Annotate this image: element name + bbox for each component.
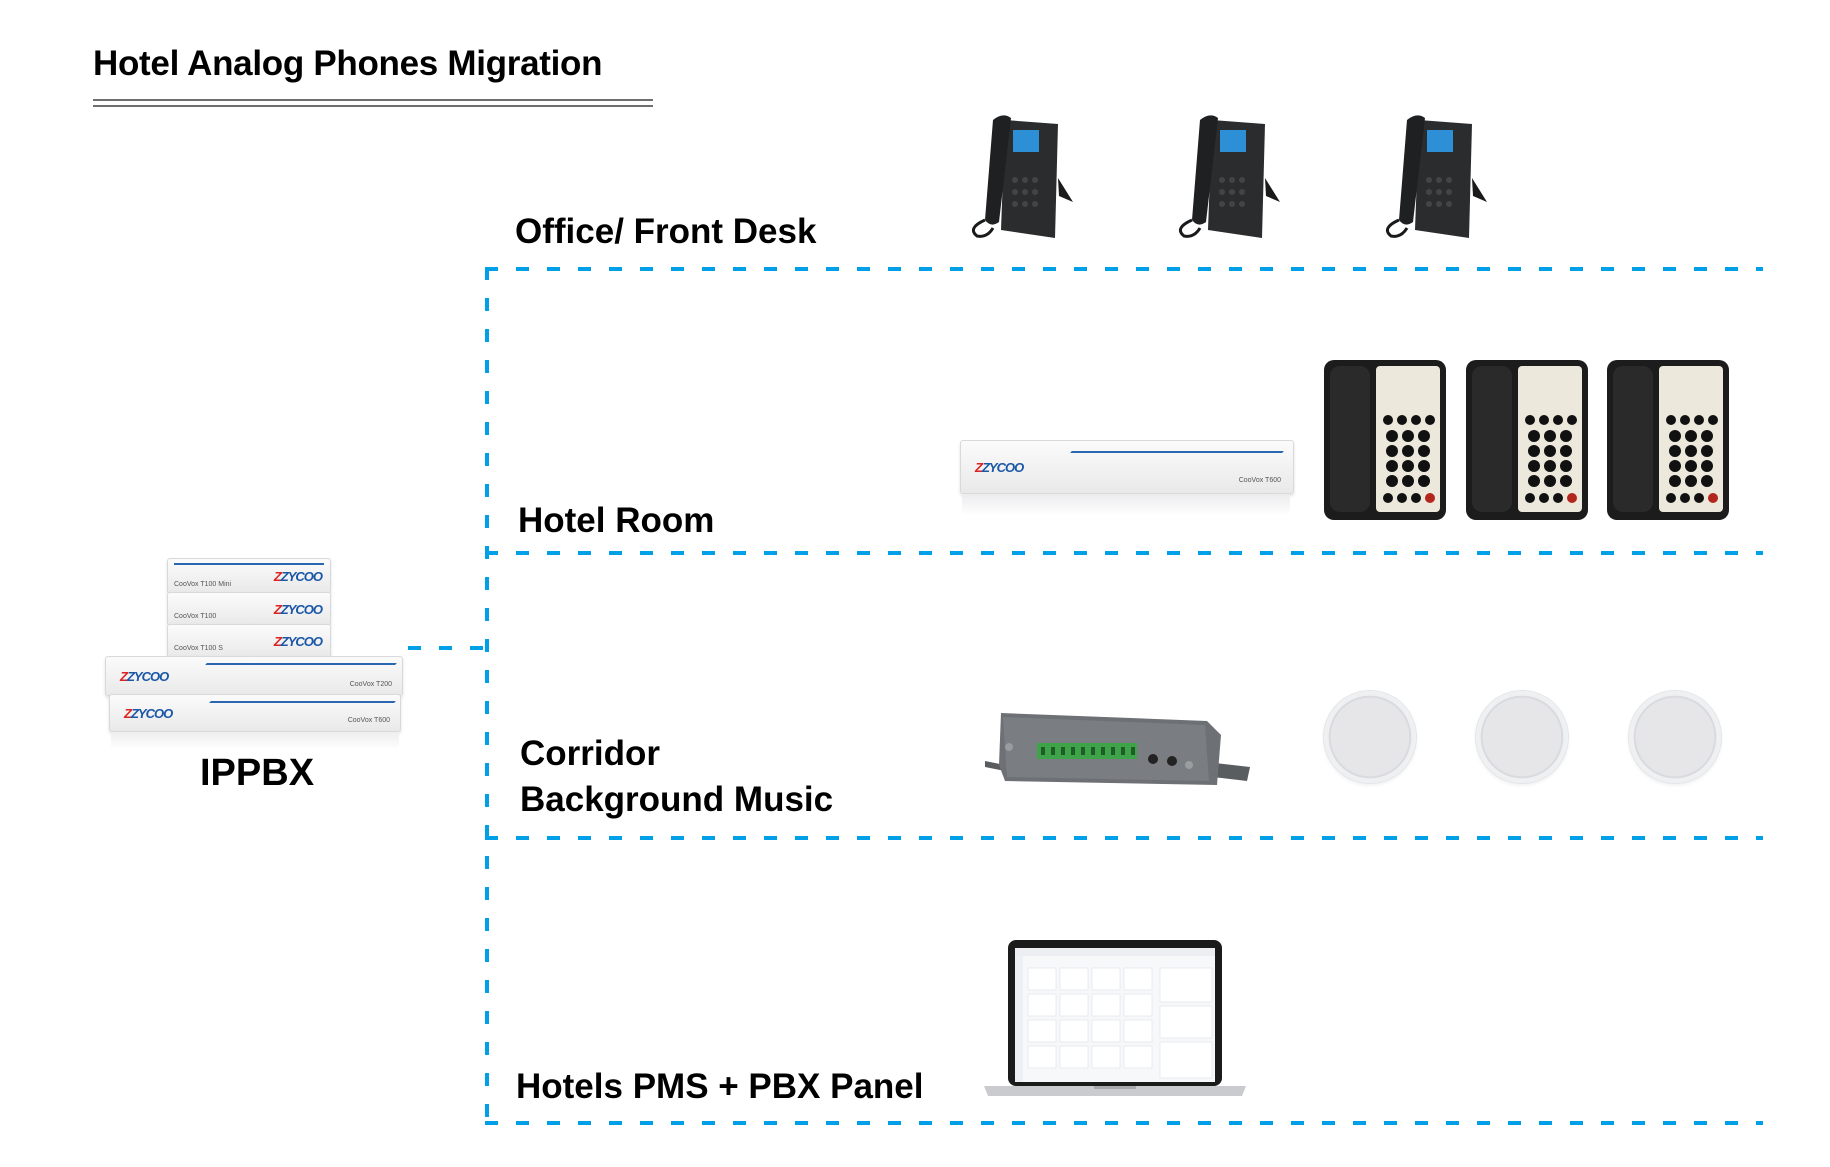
section-divider-hotel-room bbox=[485, 551, 1763, 555]
hotel-phone-icon bbox=[1466, 360, 1588, 520]
brand-logo: ZZYCOO bbox=[120, 669, 169, 684]
device-reflection bbox=[111, 732, 399, 750]
ceiling-speaker-icon bbox=[1629, 691, 1721, 783]
ippbx-unit: ZZYCOO CooVox T200 bbox=[105, 656, 403, 696]
hotel-phone-icon bbox=[1324, 360, 1446, 520]
brand-logo: ZZYCOO bbox=[124, 706, 173, 721]
section-divider-office bbox=[485, 267, 1763, 271]
ip-phone-icon bbox=[1385, 115, 1487, 238]
diagram-title: Hotel Analog Phones Migration bbox=[93, 44, 603, 83]
section-label-office: Office/ Front Desk bbox=[515, 212, 817, 251]
section-divider-corridor bbox=[485, 836, 1763, 840]
device-model-label: CooVox T600 bbox=[347, 717, 390, 724]
brand-logo: ZZYCOO bbox=[273, 602, 323, 617]
section-divider-pms bbox=[485, 1121, 1763, 1125]
device-model-label: CooVox T100 Mini bbox=[174, 581, 232, 588]
ippbx-unit: CooVox T100 Mini ZZYCOO bbox=[167, 558, 331, 594]
section-label-pms: Hotels PMS + PBX Panel bbox=[516, 1067, 924, 1106]
hotel-phone-icon bbox=[1607, 360, 1729, 520]
title-underline bbox=[93, 99, 653, 101]
trunk-connector bbox=[485, 267, 489, 1125]
laptop-icon bbox=[984, 940, 1246, 1096]
ippbx-label: IPPBX bbox=[200, 752, 315, 794]
device-model-label: CooVox T100 bbox=[174, 613, 217, 620]
ippbx-unit: CooVox T100 ZZYCOO bbox=[167, 592, 331, 626]
ippbx-unit: CooVox T100 S ZZYCOO bbox=[167, 624, 331, 658]
ceiling-speaker-icon bbox=[1476, 691, 1568, 783]
device-model-label: CooVox T600 bbox=[1238, 477, 1281, 484]
device-reflection bbox=[962, 494, 1290, 516]
accent-stripe bbox=[1070, 451, 1284, 453]
section-label-hotel-room: Hotel Room bbox=[518, 501, 715, 540]
ip-phone-icon bbox=[971, 115, 1073, 238]
brand-logo: ZZYCOO bbox=[975, 460, 1024, 475]
accent-stripe bbox=[205, 663, 397, 665]
ip-phone-icon bbox=[1178, 115, 1280, 238]
device-model-label: CooVox T100 S bbox=[174, 645, 223, 652]
accent-stripe bbox=[209, 701, 396, 703]
analog-gateway-device: ZZYCOO CooVox T600 bbox=[960, 440, 1294, 494]
brand-logo: ZZYCOO bbox=[273, 634, 323, 649]
section-label-background-music: Background Music bbox=[520, 780, 834, 819]
brand-logo: ZZYCOO bbox=[273, 569, 323, 584]
audio-module-icon bbox=[985, 713, 1250, 785]
title-underline bbox=[93, 105, 653, 107]
ippbx-connector bbox=[408, 646, 488, 650]
device-model-label: CooVox T200 bbox=[349, 681, 392, 688]
ippbx-device-stack: CooVox T100 Mini ZZYCOO CooVox T100 ZZYC… bbox=[105, 550, 405, 750]
ippbx-unit: ZZYCOO CooVox T600 bbox=[109, 694, 401, 732]
section-label-corridor: Corridor bbox=[520, 734, 660, 773]
ceiling-speaker-icon bbox=[1324, 691, 1416, 783]
accent-stripe bbox=[174, 563, 324, 565]
